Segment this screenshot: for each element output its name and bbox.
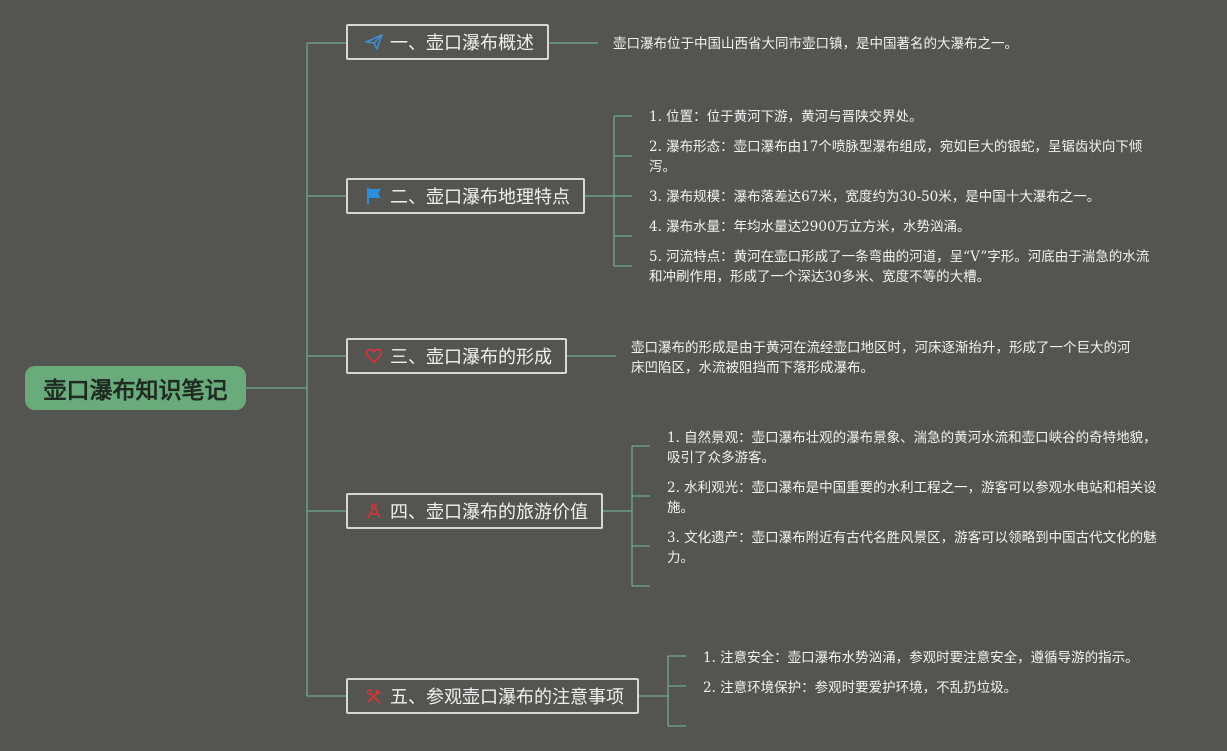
- heart-icon: [364, 346, 384, 366]
- tools-icon: [364, 686, 384, 706]
- leaf-tourism-3: 3. 文化遗产：壶口瀑布附近有古代名胜风景区，游客可以领略到中国古代文化的魅力。: [667, 530, 1157, 566]
- branch-geography[interactable]: 二、壶口瀑布地理特点: [346, 178, 585, 214]
- branch-formation-label: 三、壶口瀑布的形成: [390, 347, 552, 368]
- branch-tourism[interactable]: 四、壶口瀑布的旅游价值: [346, 493, 603, 529]
- leaf-geography-4: 4. 瀑布水量：年均水量达2900万立方米，水势汹涌。: [649, 219, 971, 235]
- paper-plane-icon: [364, 32, 384, 52]
- root-topic[interactable]: 壶口瀑布知识笔记: [25, 366, 246, 410]
- compass-icon: [364, 501, 384, 521]
- leaf-tourism-1: 1. 自然景观：壶口瀑布壮观的瀑布景象、湍急的黄河水流和壶口峡谷的奇特地貌，吸引…: [667, 430, 1157, 466]
- leaf-overview-1: 壶口瀑布位于中国山西省大同市壶口镇，是中国著名的大瀑布之一。: [613, 36, 1018, 52]
- root-topic-label: 壶口瀑布知识笔记: [43, 378, 228, 404]
- branch-geography-label: 二、壶口瀑布地理特点: [390, 187, 570, 208]
- flag-icon: [364, 186, 384, 206]
- leaf-geography-2: 2. 瀑布形态：壶口瀑布由17个喷脉型瀑布组成，宛如巨大的银蛇，呈锯齿状向下倾泻…: [649, 139, 1143, 175]
- leaf-formation-1: 壶口瀑布的形成是由于黄河在流经壶口地区时，河床逐渐抬升，形成了一个巨大的河床凹陷…: [631, 340, 1131, 376]
- branch-precautions[interactable]: 五、参观壶口瀑布的注意事项: [346, 678, 639, 714]
- branch-formation[interactable]: 三、壶口瀑布的形成: [346, 338, 567, 374]
- leaf-geography-3: 3. 瀑布规模：瀑布落差达67米，宽度约为30-50米，是中国十大瀑布之一。: [649, 189, 1101, 205]
- leaf-precautions-2: 2. 注意环境保护：参观时要爱护环境，不乱扔垃圾。: [703, 680, 1018, 696]
- leaf-geography-1: 1. 位置：位于黄河下游，黄河与晋陕交界处。: [649, 109, 923, 125]
- leaf-tourism-2: 2. 水利观光：壶口瀑布是中国重要的水利工程之一，游客可以参观水电站和相关设施。: [667, 480, 1157, 516]
- leaf-precautions-1: 1. 注意安全：壶口瀑布水势汹涌，参观时要注意安全，遵循导游的指示。: [703, 650, 1139, 666]
- branch-tourism-label: 四、壶口瀑布的旅游价值: [390, 502, 588, 523]
- branch-overview-label: 一、壶口瀑布概述: [390, 33, 534, 54]
- branch-overview[interactable]: 一、壶口瀑布概述: [346, 24, 549, 60]
- leaf-geography-5: 5. 河流特点：黄河在壶口形成了一条弯曲的河道，呈“V”字形。河底由于湍急的水流…: [649, 249, 1150, 285]
- branch-precautions-label: 五、参观壶口瀑布的注意事项: [390, 687, 624, 708]
